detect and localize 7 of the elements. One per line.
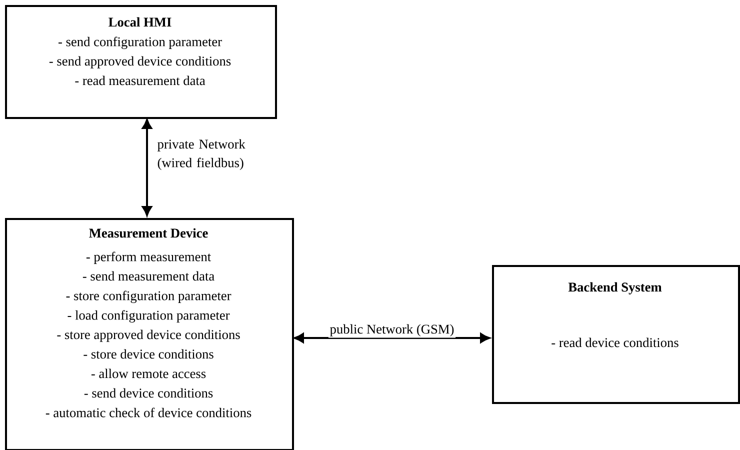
arrow (294, 333, 490, 343)
arrow (142, 119, 152, 216)
process-box: Local HMI - send configuration parameter - send approved device conditions - read measurement data (5, 5, 277, 119)
edge-label: public Network (GSM) (328, 322, 456, 338)
process-box: Measurement Device - perform measurement - send measurement data - store configuration parameter - load configuration parameter - store approved device conditions - store device conditions - allow remote access - send device conditions - automatic check of device conditions (5, 218, 294, 450)
process-box: Backend System - read device conditions (492, 265, 740, 404)
edge-label: private Network (wired fieldbus) (157, 139, 246, 170)
